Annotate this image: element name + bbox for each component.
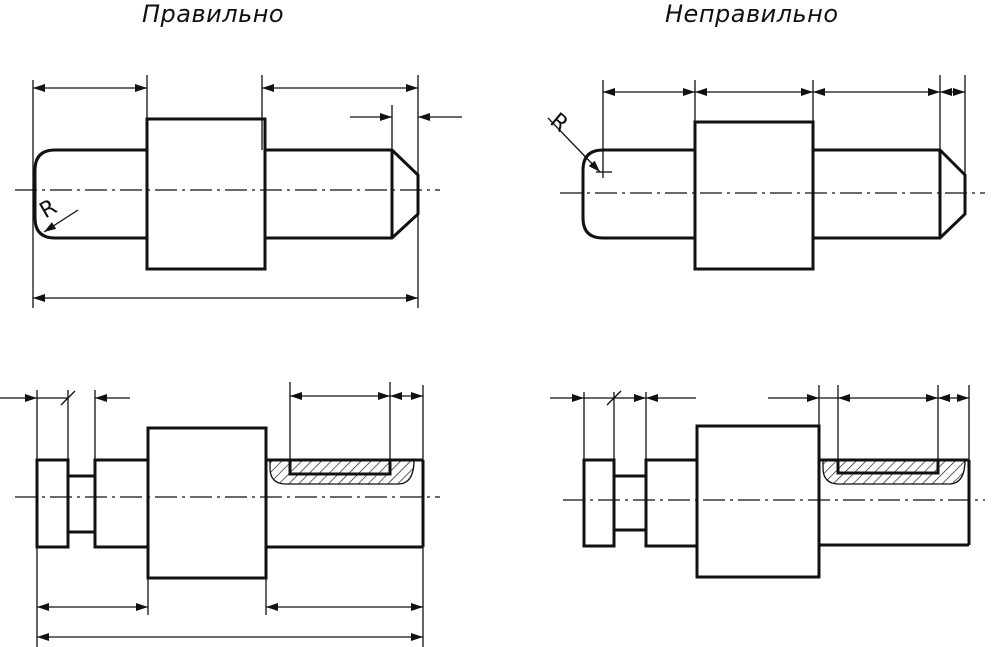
keyway-slot bbox=[288, 458, 392, 476]
radius-label: R bbox=[545, 108, 573, 137]
flange bbox=[582, 458, 616, 548]
shaft-incorrect-bottom bbox=[550, 385, 985, 579]
keyway-section-hatch bbox=[269, 459, 415, 485]
tick-mark bbox=[60, 390, 76, 406]
step bbox=[644, 458, 699, 548]
groove-neck bbox=[612, 474, 648, 532]
flange bbox=[35, 458, 70, 549]
middle-collar bbox=[695, 424, 821, 579]
radius-label: R bbox=[36, 195, 62, 224]
keyway-slot bbox=[836, 458, 940, 475]
middle-collar bbox=[146, 426, 268, 580]
left-cylinder bbox=[581, 148, 695, 240]
step bbox=[93, 458, 150, 549]
radius-leader bbox=[43, 209, 79, 233]
left-cylinder bbox=[33, 148, 147, 240]
shaft-correct-bottom bbox=[0, 382, 440, 647]
middle-collar bbox=[145, 117, 267, 271]
groove-neck bbox=[66, 474, 97, 534]
heading-correct: Правильно bbox=[142, 0, 285, 28]
middle-collar bbox=[693, 120, 815, 271]
right-cylinder bbox=[813, 148, 967, 240]
heading-incorrect: Неправильно bbox=[665, 0, 839, 28]
right-cylinder bbox=[265, 148, 420, 240]
shaft-correct-top: R bbox=[15, 75, 462, 308]
radius-leader bbox=[547, 117, 601, 173]
shaft-incorrect-top: R bbox=[545, 75, 985, 271]
